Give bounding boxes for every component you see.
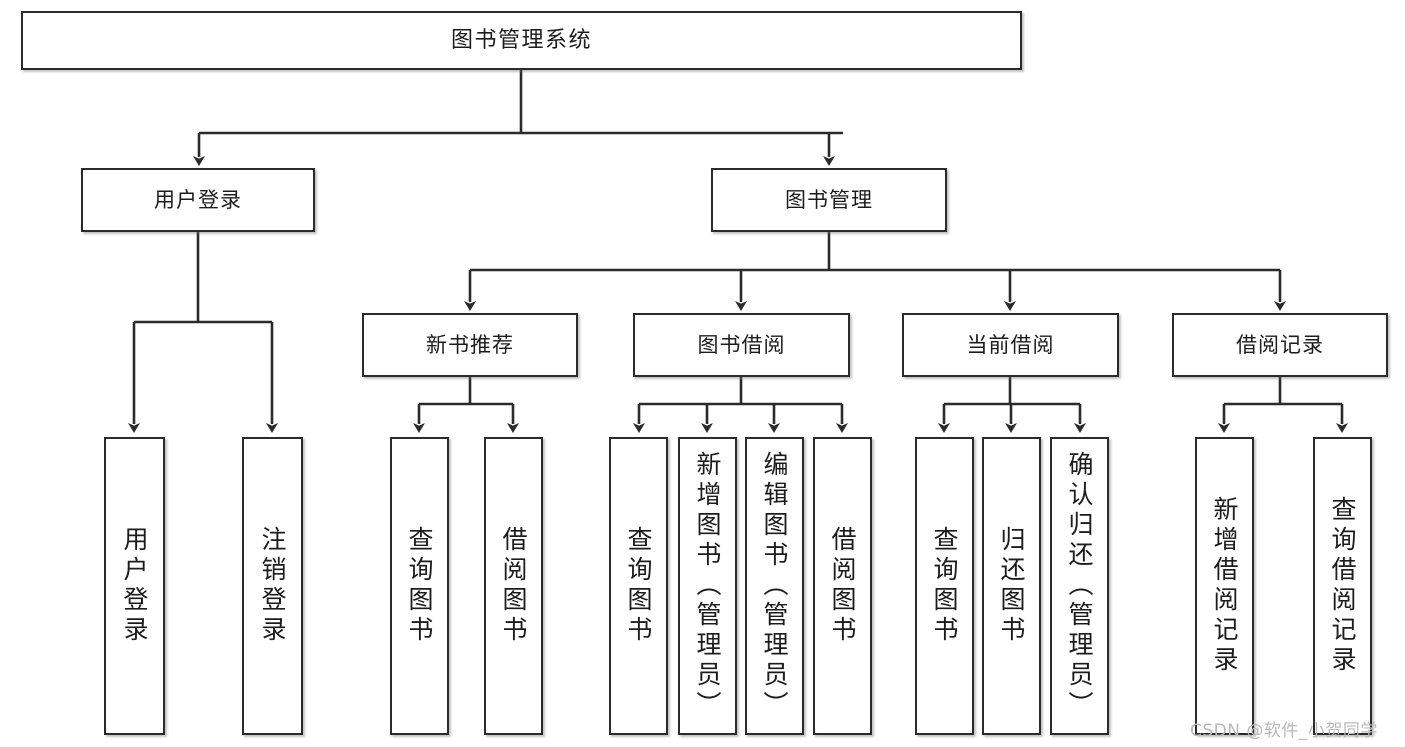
node-borrow-record[interactable]: 借阅记录 <box>1172 313 1388 377</box>
node-root-label: 图书管理系统 <box>450 27 592 53</box>
leaf-borrow-record-query-label: 查询借阅记录 <box>1328 496 1357 676</box>
node-user-login[interactable]: 用户登录 <box>81 168 315 232</box>
node-root[interactable]: 图书管理系统 <box>21 11 1022 70</box>
leaf-current-borrow-return[interactable]: 归还图书 <box>982 437 1041 735</box>
leaf-borrow-record-add[interactable]: 新增借阅记录 <box>1195 437 1254 735</box>
node-book-manage[interactable]: 图书管理 <box>711 168 947 232</box>
leaf-new-book-query-label: 查询图书 <box>405 526 434 646</box>
node-user-login-label: 用户登录 <box>154 187 242 212</box>
leaf-new-book-borrow[interactable]: 借阅图书 <box>484 437 543 735</box>
csdn-watermark: CSDN @软件_小贺同学 <box>1190 721 1378 741</box>
leaf-new-book-borrow-label: 借阅图书 <box>499 526 528 646</box>
leaf-user-login-logout-label: 注销登录 <box>258 526 287 646</box>
leaf-current-borrow-confirm-return[interactable]: 确认归还（管理员） <box>1050 437 1109 735</box>
leaf-borrow-record-add-label: 新增借阅记录 <box>1210 496 1239 676</box>
leaf-book-borrow-borrow[interactable]: 借阅图书 <box>813 437 872 735</box>
node-book-borrow[interactable]: 图书借阅 <box>633 313 850 377</box>
leaf-user-login-login-label: 用户登录 <box>120 526 149 646</box>
node-new-book-recommend-label: 新书推荐 <box>426 332 514 357</box>
leaf-new-book-query[interactable]: 查询图书 <box>390 437 449 735</box>
node-book-borrow-label: 图书借阅 <box>697 332 786 357</box>
node-current-borrow[interactable]: 当前借阅 <box>902 313 1119 377</box>
node-new-book-recommend[interactable]: 新书推荐 <box>362 313 578 377</box>
node-current-borrow-label: 当前借阅 <box>966 332 1055 357</box>
node-book-manage-label: 图书管理 <box>785 187 873 212</box>
leaf-current-borrow-query[interactable]: 查询图书 <box>915 437 974 735</box>
leaf-current-borrow-query-label: 查询图书 <box>930 526 959 646</box>
leaf-user-login-login[interactable]: 用户登录 <box>104 437 165 735</box>
leaf-current-borrow-confirm-return-label: 确认归还（管理员） <box>1065 451 1094 721</box>
leaf-borrow-record-query[interactable]: 查询借阅记录 <box>1313 437 1372 735</box>
leaf-user-login-logout[interactable]: 注销登录 <box>242 437 303 735</box>
leaf-current-borrow-return-label: 归还图书 <box>997 526 1026 646</box>
leaf-book-borrow-edit[interactable]: 编辑图书（管理员） <box>745 437 804 735</box>
leaf-book-borrow-add[interactable]: 新增图书（管理员） <box>678 437 737 735</box>
leaf-book-borrow-query[interactable]: 查询图书 <box>609 437 668 735</box>
leaf-book-borrow-add-label: 新增图书（管理员） <box>693 451 722 721</box>
node-borrow-record-label: 借阅记录 <box>1236 332 1324 357</box>
leaf-book-borrow-query-label: 查询图书 <box>624 526 653 646</box>
leaf-book-borrow-borrow-label: 借阅图书 <box>828 526 857 646</box>
leaf-book-borrow-edit-label: 编辑图书（管理员） <box>760 451 789 721</box>
